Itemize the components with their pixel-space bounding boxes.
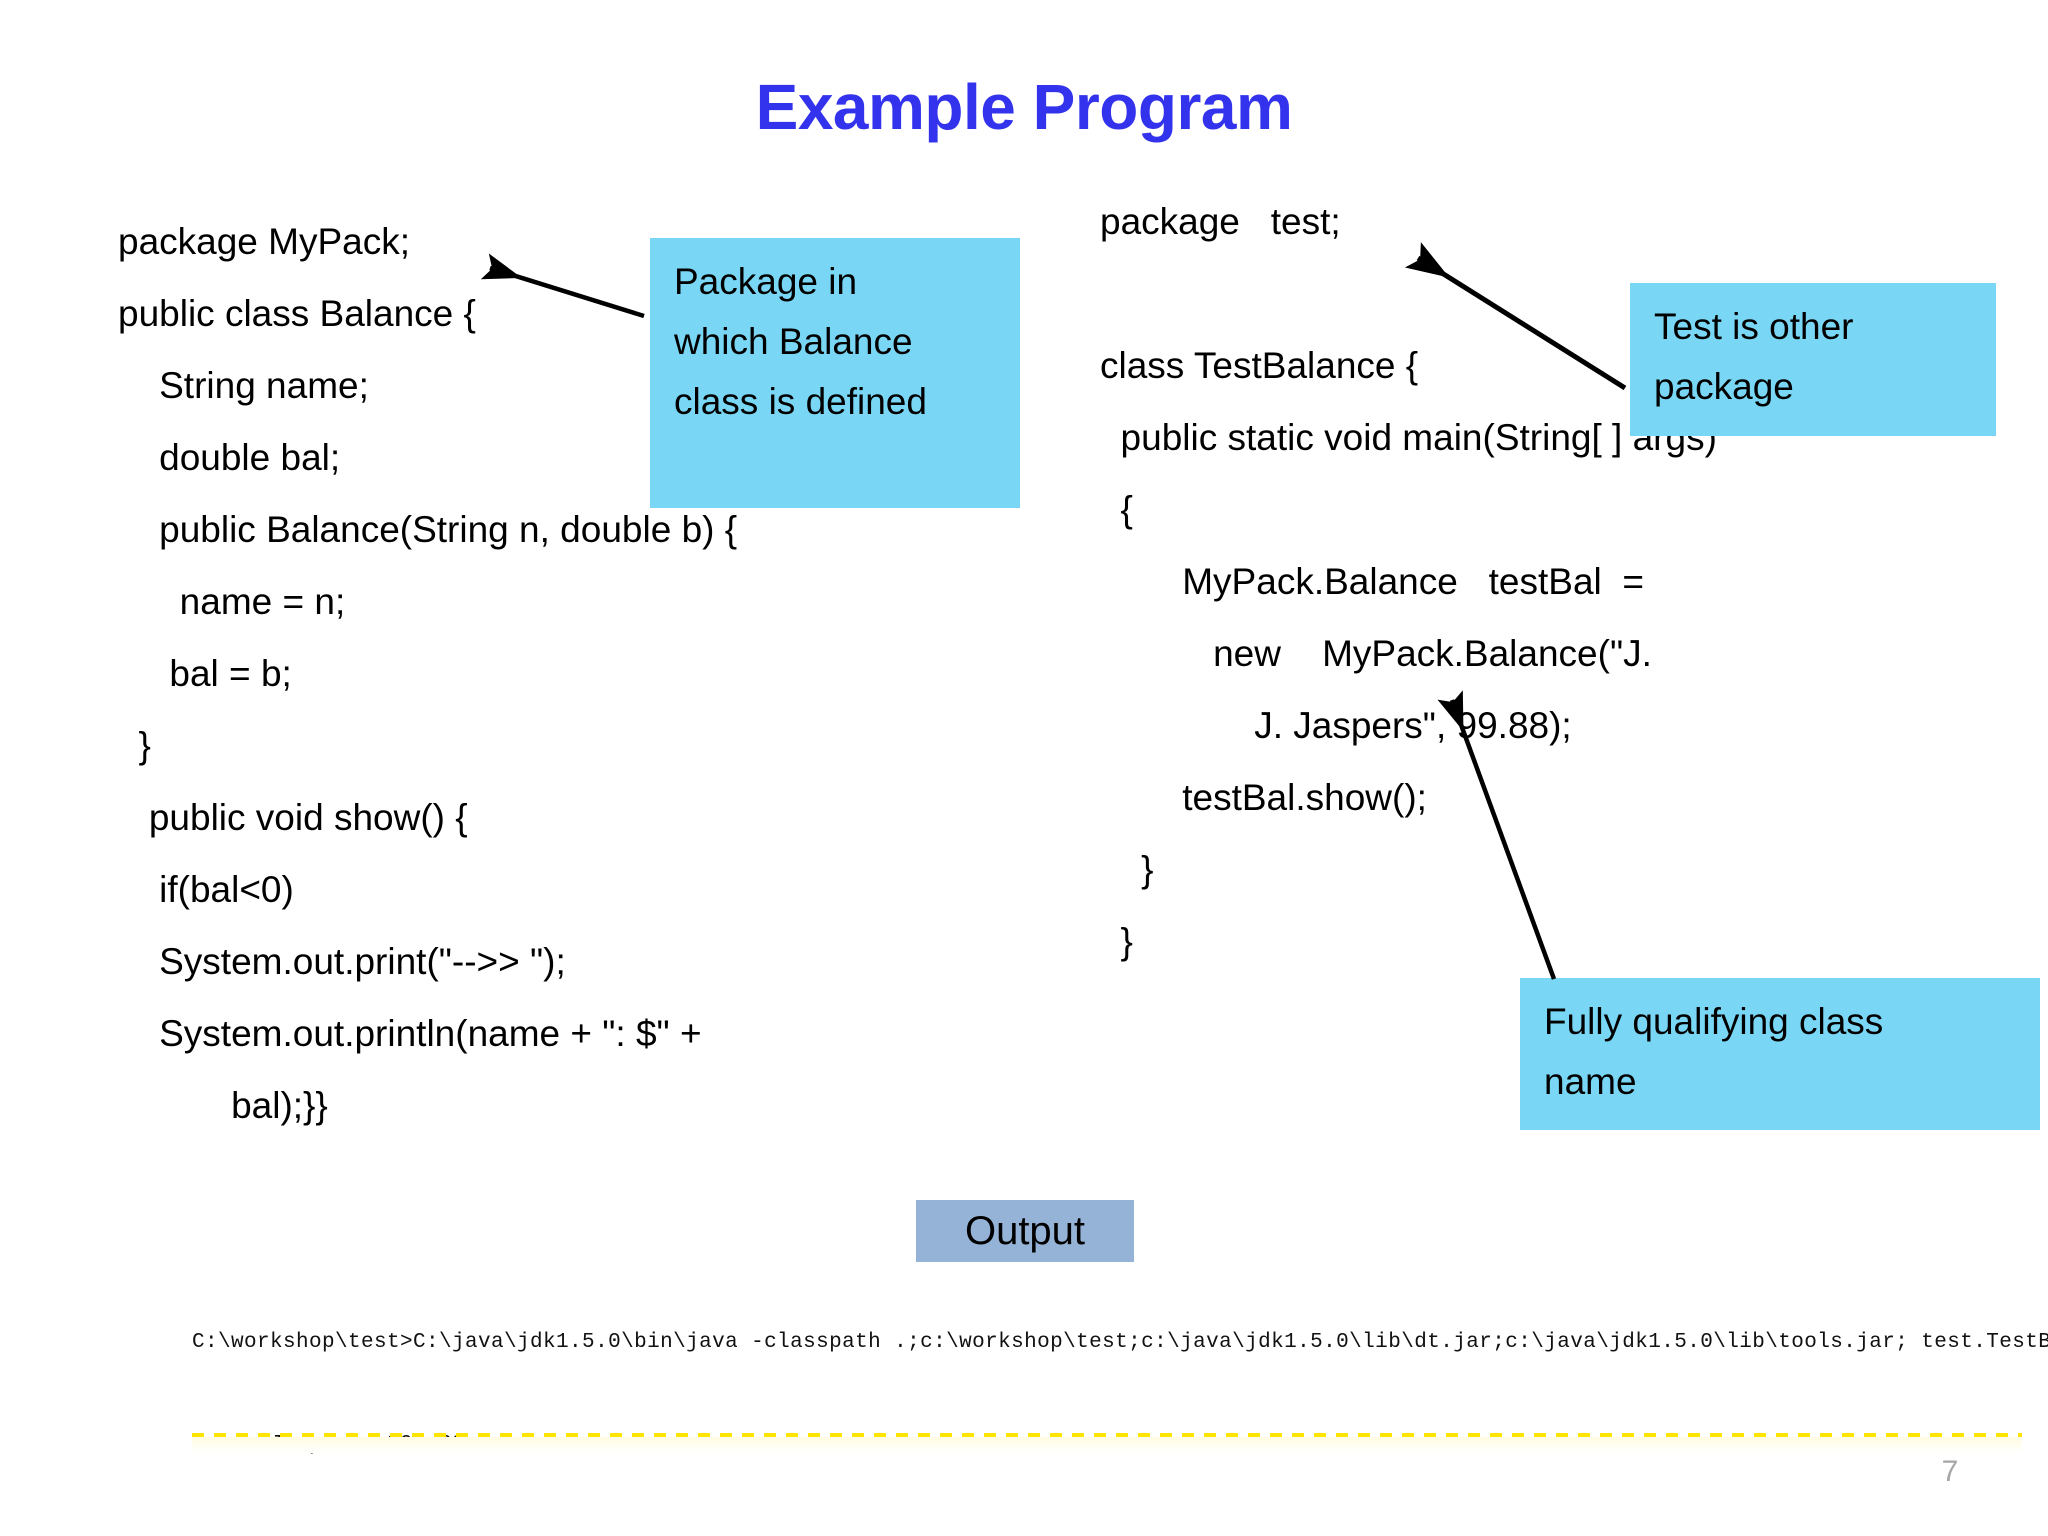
callout-line: name [1544, 1061, 1637, 1102]
code-line: bal);}} [118, 1085, 328, 1126]
terminal-output: C:\workshop\test>C:\java\jdk1.5.0\bin\ja… [192, 1258, 2048, 1536]
code-line: name = n; [118, 581, 346, 622]
page-number: 7 [1941, 1455, 1959, 1488]
terminal-line-blank [192, 1530, 2022, 1536]
code-line: String name; [118, 365, 369, 406]
callout-line: class is defined [674, 381, 927, 422]
code-line: public Balance(String n, double b) { [118, 509, 738, 550]
code-block-balance: package MyPack; public class Balance { S… [118, 206, 1018, 1142]
code-line: System.out.print("-->> "); [118, 941, 566, 982]
code-line: } [1100, 849, 1154, 890]
code-line: } [118, 725, 151, 766]
code-line: public void show() { [118, 797, 468, 838]
code-line: public class Balance { [118, 293, 476, 334]
code-line: bal = b; [118, 653, 292, 694]
code-line: } [1100, 921, 1133, 962]
callout-line: package [1654, 366, 1794, 407]
code-line: new MyPack.Balance("J. [1100, 633, 1652, 674]
callout-fqcn-note: Fully qualifying class name [1520, 978, 2040, 1130]
code-line: if(bal<0) [118, 869, 294, 910]
callout-line: Fully qualifying class [1544, 1001, 1884, 1042]
code-line: class TestBalance { [1100, 345, 1419, 386]
code-line: package MyPack; [118, 221, 411, 262]
page-title: Example Program [755, 71, 1293, 143]
terminal-glow [192, 1437, 2022, 1453]
callout-test-note: Test is other package [1630, 283, 1996, 436]
code-line: System.out.println(name + ": $" + [118, 1013, 702, 1054]
callout-line: Test is other [1654, 306, 1854, 347]
code-line: package test; [1100, 201, 1341, 242]
code-line: { [1100, 489, 1133, 530]
callout-package-note: Package in which Balance class is define… [650, 238, 1020, 508]
code-line: MyPack.Balance testBal = [1100, 561, 1644, 602]
callout-line: which Balance [674, 321, 913, 362]
code-line: testBal.show(); [1100, 777, 1427, 818]
callout-line: Package in [674, 261, 858, 302]
code-line: J. Jaspers", 99.88); [1100, 705, 1572, 746]
terminal-line: C:\workshop\test>C:\java\jdk1.5.0\bin\ja… [192, 1331, 2048, 1354]
output-label: Output [916, 1200, 1134, 1262]
code-line: double bal; [118, 437, 341, 478]
terminal-underline [192, 1433, 2022, 1437]
